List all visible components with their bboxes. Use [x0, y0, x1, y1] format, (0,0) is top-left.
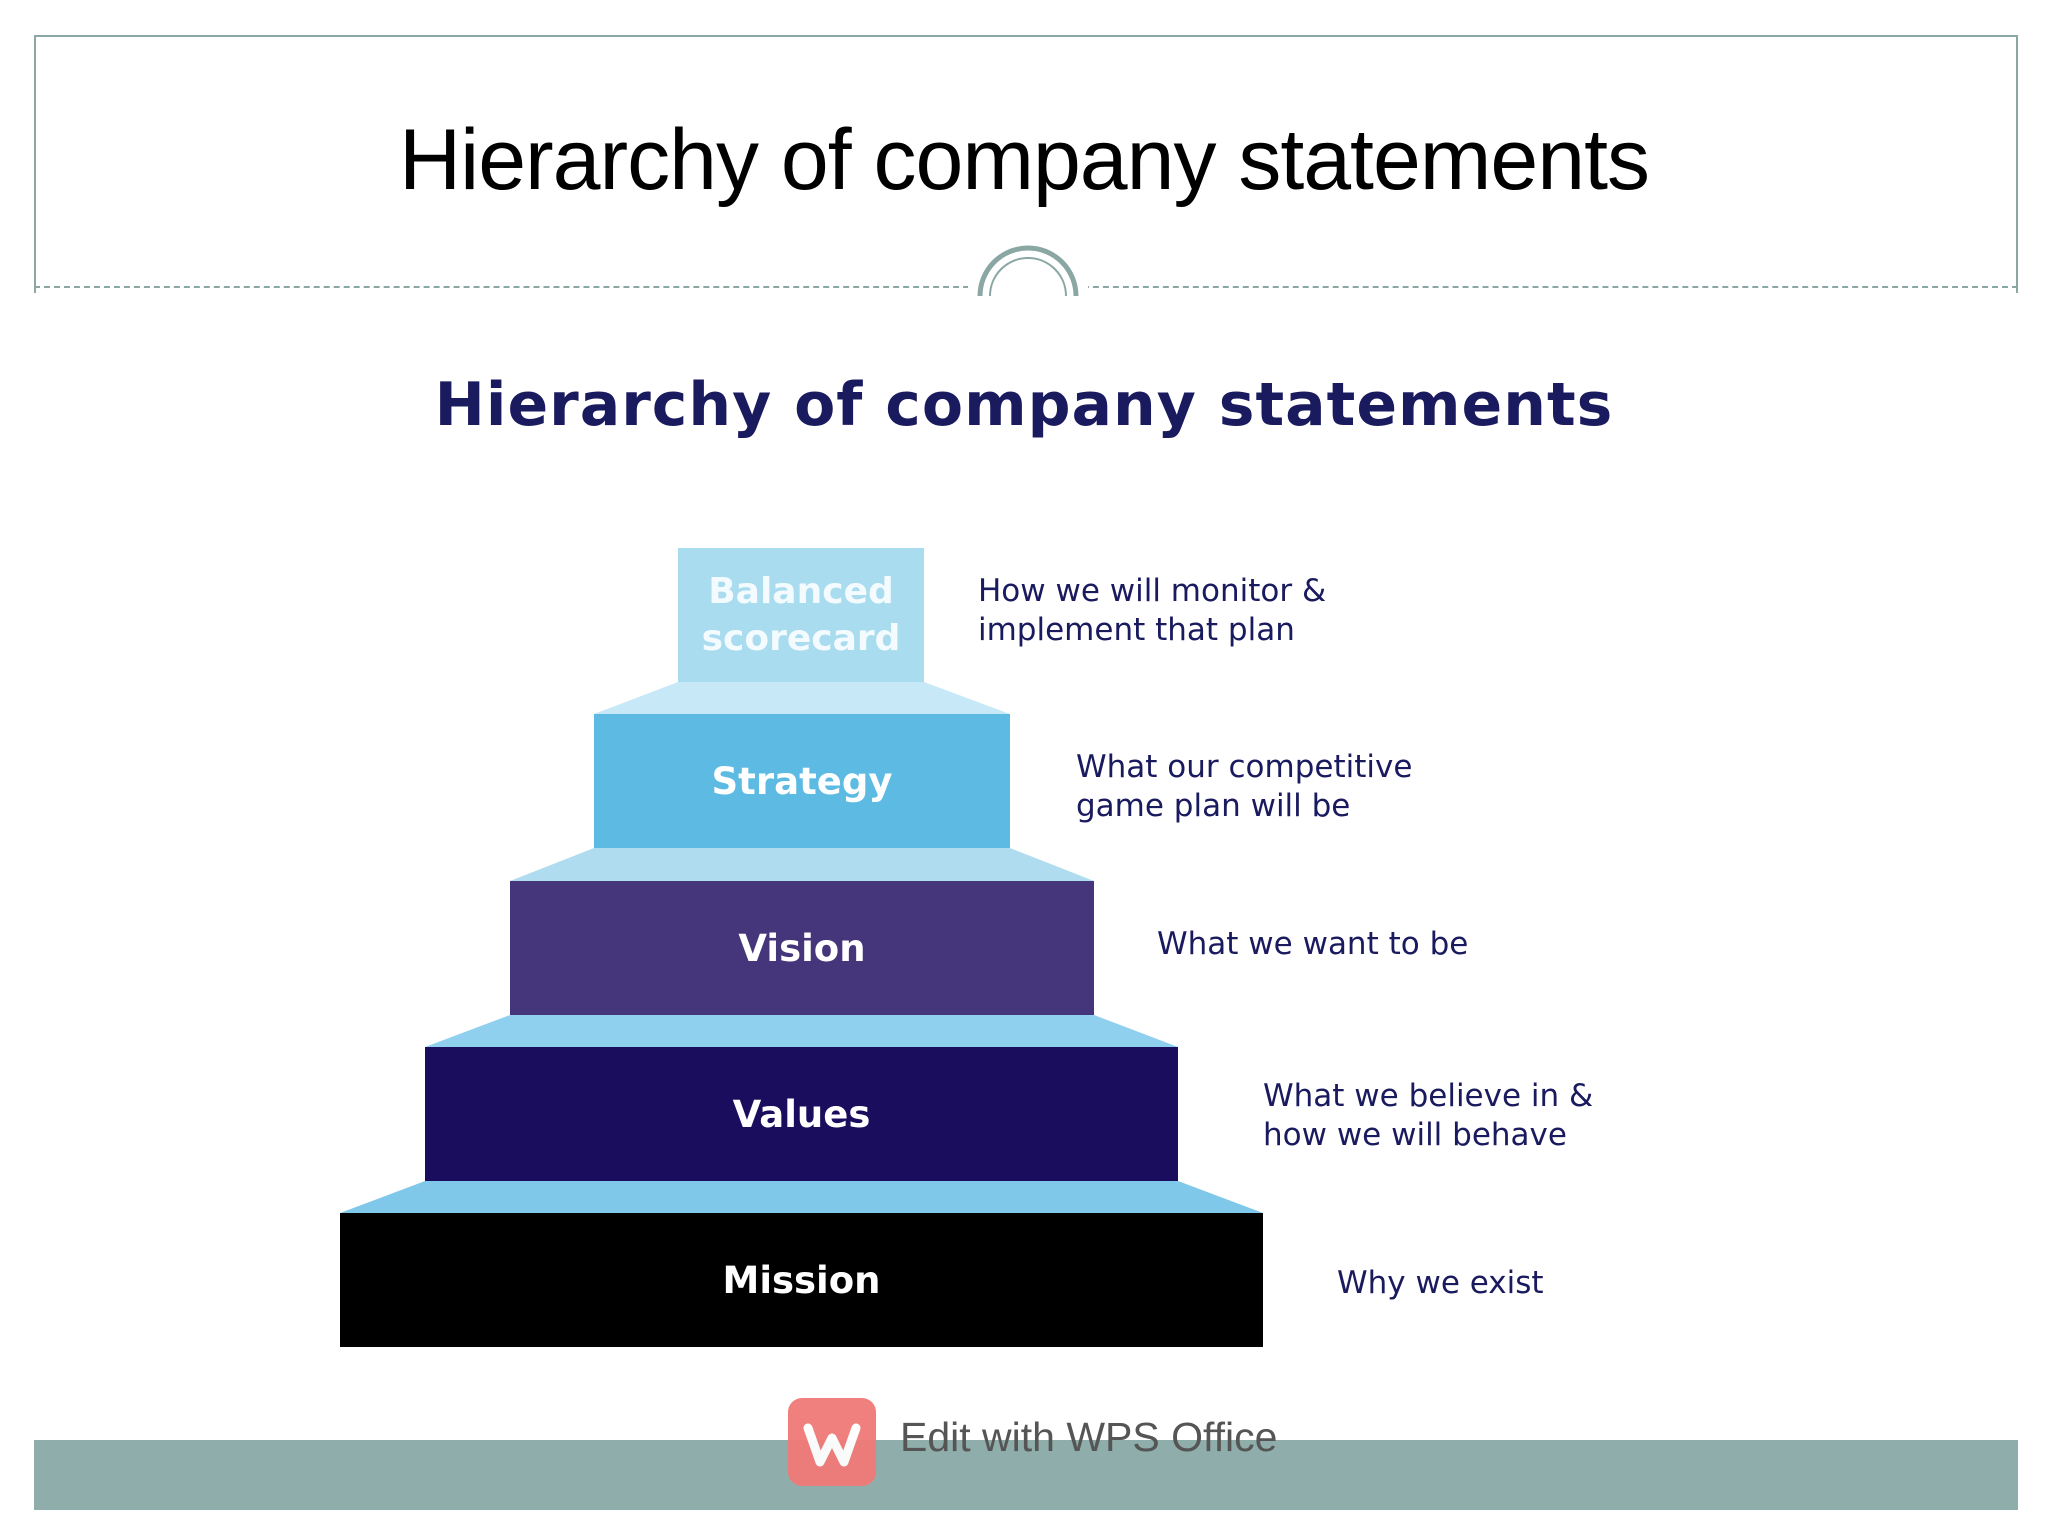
pyramid-level-vision: Vision	[510, 881, 1094, 1015]
level-description-balanced-scorecard: How we will monitor & implement that pla…	[978, 573, 1327, 648]
pyramid-step-connector	[594, 682, 1010, 714]
circle-ornament-icon	[968, 228, 1088, 298]
diagram-title: Hierarchy of company statements	[434, 370, 1614, 440]
slide-header-frame	[34, 35, 2018, 293]
level-label: Values	[732, 1092, 871, 1136]
level-label-line: Balanced	[708, 571, 894, 612]
level-description-strategy: What our competitive game plan will be	[1076, 749, 1413, 824]
pyramid-level-strategy: Strategy	[594, 714, 1010, 848]
slide-title: Hierarchy of company statements	[399, 112, 1650, 208]
level-description-vision: What we want to be	[1157, 926, 1469, 962]
level-label: Mission	[722, 1258, 881, 1302]
pyramid-level-values: Values	[425, 1047, 1178, 1181]
pyramid-step-connector	[340, 1181, 1263, 1213]
level-label-line: scorecard	[701, 618, 901, 659]
level-description-values: What we believe in & how we will behave	[1263, 1078, 1594, 1153]
wps-watermark-text: Edit with WPS Office	[900, 1414, 1278, 1460]
pyramid-step-connector	[510, 848, 1094, 881]
pyramid-step-connector	[425, 1015, 1178, 1047]
slide-footer-bar	[34, 1440, 2018, 1510]
level-label: Strategy	[711, 759, 893, 803]
level-description-mission: Why we exist	[1337, 1265, 1544, 1301]
wps-logo-icon	[788, 1398, 876, 1486]
pyramid-level-mission: Mission	[340, 1213, 1263, 1347]
pyramid-level-balanced-scorecard: Balanced scorecard	[678, 548, 924, 682]
level-label: Vision	[738, 926, 866, 970]
